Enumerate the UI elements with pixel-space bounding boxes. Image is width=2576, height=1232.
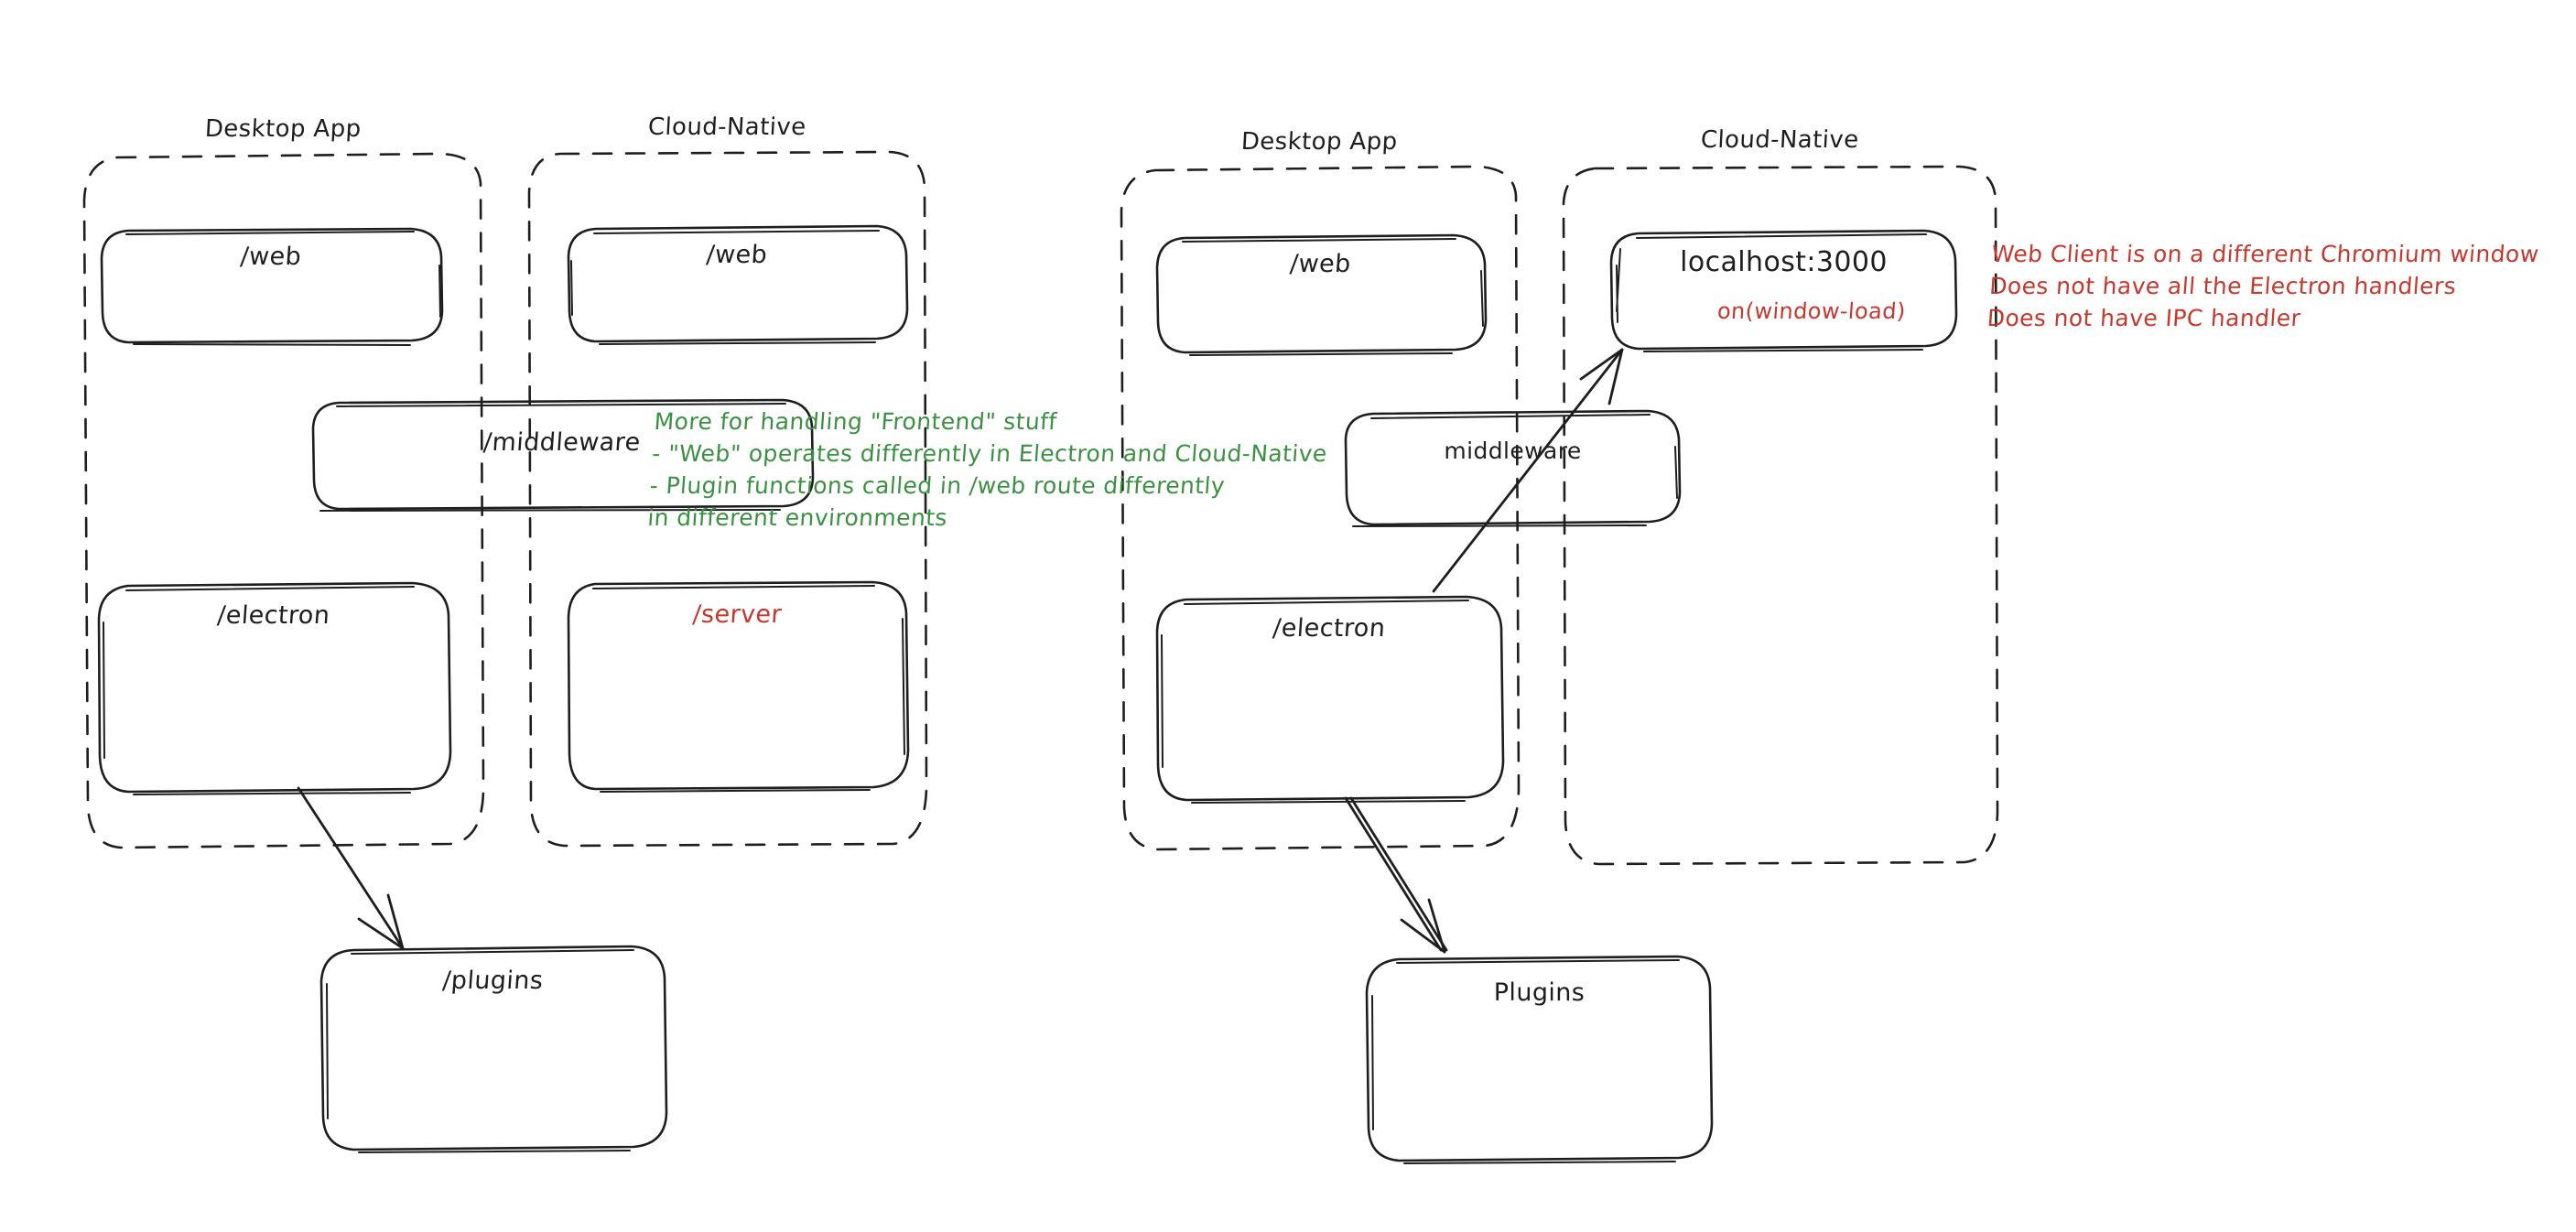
box-sublabel-right-localhost-onwindowload: on(window-load) (1716, 298, 1907, 324)
annotation-green-note: More for handling "Frontend" stuff - "We… (646, 408, 1328, 531)
box-label-right-middleware: middleware (1444, 438, 1582, 464)
annotation-red-note: Web Client is on a different Chromium wi… (1986, 241, 2540, 331)
arrow-right-electron-to-localhost (1432, 348, 1624, 593)
arrow-right-electron-to-plugins (1344, 796, 1448, 954)
group-title-left-desktop: Desktop App (204, 115, 363, 143)
box-label-right-web-desktop: /web (1288, 250, 1352, 278)
arrow-left-electron-to-plugins (297, 786, 405, 950)
box-label-left-web-desktop: /web (239, 243, 303, 271)
box-label-right-localhost: localhost:3000 (1680, 246, 1888, 278)
box-label-left-web-cloud: /web (705, 241, 769, 269)
box-label-right-electron: /electron (1272, 614, 1387, 643)
group-title-right-cloud: Cloud-Native (1700, 126, 1860, 154)
group-title-right-desktop: Desktop App (1240, 128, 1399, 156)
box-label-left-plugins: /plugins (441, 967, 545, 995)
box-label-left-server: /server (691, 600, 784, 629)
box-outline-right-middleware (1344, 409, 1682, 527)
box-label-right-plugins: Plugins (1493, 978, 1586, 1007)
group-title-left-cloud: Cloud-Native (647, 113, 807, 141)
box-label-left-electron: /electron (216, 601, 331, 630)
